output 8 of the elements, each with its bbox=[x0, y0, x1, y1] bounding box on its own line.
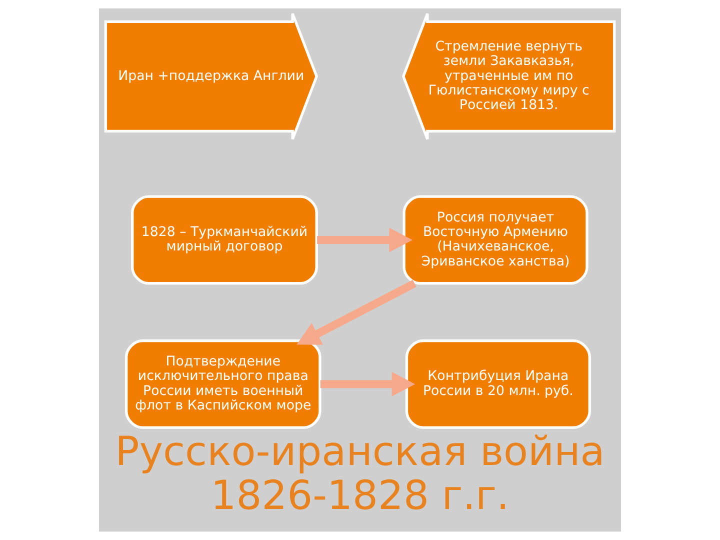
arrow bbox=[296, 280, 416, 345]
arrow bbox=[317, 228, 412, 252]
node-box: Россия получает Восточную Армению (Начихеванское, Эриванское ханства) bbox=[402, 195, 588, 285]
arrow bbox=[320, 372, 416, 396]
diagram-title: Русско-иранская война 1826-1828 г.г. bbox=[115, 428, 605, 519]
node-box: 1828 – Туркманчайский мирный договор bbox=[131, 195, 318, 285]
node-box: Подтверждение исключительного права России иметь военный флот в Каспийском море bbox=[125, 339, 322, 429]
node-box: Контрибуция Ирана России в 20 млн. руб. bbox=[405, 339, 591, 429]
